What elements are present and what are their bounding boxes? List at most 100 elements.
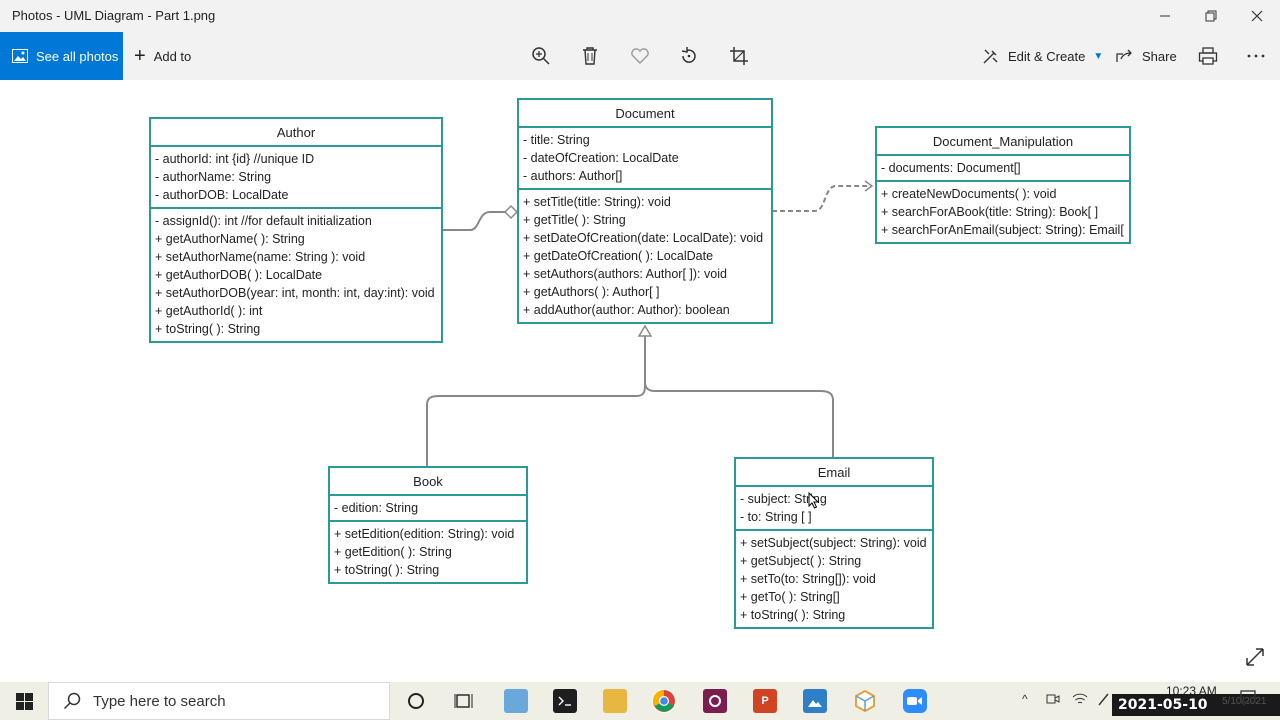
more-icon[interactable]	[1244, 44, 1268, 68]
timestamp-overlay: 2021-05-10 10:24:00	[1112, 694, 1280, 720]
class-email: Email - subject: String - to: String [ ]…	[734, 457, 934, 629]
add-to-label: Add to	[153, 48, 192, 64]
zoom-icon[interactable]	[529, 44, 553, 68]
fullscreen-icon[interactable]	[1244, 646, 1266, 668]
cortana-icon[interactable]	[404, 689, 428, 713]
edit-create-label: Edit & Create	[1008, 48, 1086, 64]
favorite-icon[interactable]	[628, 44, 652, 68]
close-icon	[1251, 10, 1263, 22]
method: + addAuthor(author: Author): boolean	[523, 303, 730, 317]
edit-create-button[interactable]: Edit & Create ▼	[982, 32, 1103, 80]
search-icon	[63, 692, 81, 710]
methods-section: + setTitle(title: String): void + getTit…	[519, 190, 771, 322]
search-placeholder: Type here to search	[93, 692, 226, 710]
method: - assignId(): int //for default initiali…	[155, 214, 372, 228]
methods-section: + setEdition(edition: String): void + ge…	[330, 522, 526, 582]
notification-icon[interactable]	[1240, 690, 1256, 709]
method: + getEdition( ): String	[334, 545, 452, 559]
share-button[interactable]: Share	[1116, 32, 1177, 80]
close-button[interactable]	[1234, 0, 1280, 32]
method: + createNewDocuments( ): void	[881, 187, 1057, 201]
windows-icon	[15, 692, 33, 710]
attributes-section: - subject: String - to: String [ ]	[736, 487, 932, 531]
method: + getAuthors( ): Author[ ]	[523, 285, 660, 299]
meet-now-icon[interactable]	[1046, 692, 1060, 709]
class-author: Author - authorId: int {id} //unique ID …	[149, 117, 443, 343]
method: + toString( ): String	[155, 322, 261, 336]
chrome-icon[interactable]	[652, 689, 676, 713]
taskbar-search-box[interactable]: Type here to search	[48, 682, 390, 720]
attribute: - authorName: String	[155, 170, 272, 184]
class-name: Book	[330, 468, 526, 496]
see-all-photos-button[interactable]: See all photos	[0, 32, 123, 80]
attribute: - subject: String	[740, 492, 827, 506]
attributes-section: - documents: Document[]	[877, 156, 1129, 182]
task-view-icon[interactable]	[452, 689, 476, 713]
powerpoint-icon[interactable]: P	[753, 689, 777, 713]
wifi-icon[interactable]	[1072, 692, 1088, 709]
method: + toString( ): String	[334, 563, 440, 577]
method: + setDateOfCreation(date: LocalDate): vo…	[523, 231, 764, 245]
folder-icon[interactable]	[603, 689, 627, 713]
class-name: Document	[519, 100, 771, 128]
methods-section: + createNewDocuments( ): void + searchFo…	[877, 182, 1129, 242]
attributes-section: - title: String - dateOfCreation: LocalD…	[519, 128, 771, 190]
share-icon	[1116, 49, 1132, 62]
3d-viewer-icon[interactable]	[853, 689, 877, 713]
method: + setSubject(subject: String): void	[740, 536, 927, 550]
add-to-button[interactable]: + Add to	[134, 32, 191, 80]
method: + getDateOfCreation( ): LocalDate	[523, 249, 714, 263]
attribute: - authorId: int {id} //unique ID	[155, 152, 315, 166]
start-button[interactable]	[0, 682, 48, 720]
method: + toString( ): String	[740, 608, 846, 622]
zoom-app-icon[interactable]	[903, 689, 927, 713]
attribute: - authorDOB: LocalDate	[155, 188, 289, 202]
methods-section: - assignId(): int //for default initiali…	[151, 209, 441, 341]
restore-icon	[1205, 10, 1217, 22]
restore-button[interactable]	[1188, 0, 1234, 32]
file-explorer-icon[interactable]	[504, 689, 528, 713]
attribute: - authors: Author[]	[523, 169, 623, 183]
method: + setTitle(title: String): void	[523, 195, 671, 209]
method: + setAuthors(authors: Author[ ]): void	[523, 267, 727, 281]
tray-chevron-up-icon[interactable]: ^	[1022, 692, 1028, 706]
method: + setEdition(edition: String): void	[334, 527, 515, 541]
chevron-down-icon: ▼	[1093, 50, 1104, 62]
edit-icon	[983, 49, 998, 64]
method: + setAuthorDOB(year: int, month: int, da…	[155, 286, 435, 300]
methods-section: + setSubject(subject: String): void + ge…	[736, 531, 932, 627]
attribute: - to: String [ ]	[740, 510, 812, 524]
photos-icon	[12, 49, 28, 63]
photos-app-icon[interactable]	[803, 689, 827, 713]
attribute: - edition: String	[334, 501, 419, 515]
title-bar: Photos - UML Diagram - Part 1.png	[0, 0, 1280, 32]
method: + searchForABook(title: String): Book[ ]	[881, 205, 1099, 219]
attributes-section: - authorId: int {id} //unique ID - autho…	[151, 147, 441, 209]
print-icon[interactable]	[1196, 44, 1220, 68]
class-book: Book - edition: String + setEdition(edit…	[328, 466, 528, 584]
method: + getAuthorName( ): String	[155, 232, 305, 246]
method: + getSubject( ): String	[740, 554, 862, 568]
class-name: Author	[151, 119, 441, 147]
delete-icon[interactable]	[578, 44, 602, 68]
class-document: Document - title: String - dateOfCreatio…	[517, 98, 773, 324]
pdf-icon[interactable]	[703, 689, 727, 713]
plus-icon: +	[134, 45, 146, 67]
mouse-cursor-icon	[808, 492, 820, 509]
attribute: - dateOfCreation: LocalDate	[523, 151, 679, 165]
method: + getTo( ): String[]	[740, 590, 840, 604]
class-name: Document_Manipulation	[877, 128, 1129, 156]
method: + getAuthorDOB( ): LocalDate	[155, 268, 323, 282]
attribute: - documents: Document[]	[881, 161, 1021, 175]
pen-icon[interactable]	[1098, 692, 1110, 709]
crop-icon[interactable]	[727, 44, 751, 68]
class-name: Email	[736, 459, 932, 487]
method: + getAuthorId( ): int	[155, 304, 263, 318]
window-title: Photos - UML Diagram - Part 1.png	[12, 8, 216, 23]
minimize-button[interactable]	[1142, 0, 1188, 32]
attribute: - title: String	[523, 133, 590, 147]
rotate-icon[interactable]	[677, 44, 701, 68]
taskbar: Type here to search P ^ 10:23 AM 2021-05…	[0, 682, 1280, 720]
command-prompt-icon[interactable]	[553, 689, 577, 713]
method: + setAuthorName(name: String ): void	[155, 250, 366, 264]
